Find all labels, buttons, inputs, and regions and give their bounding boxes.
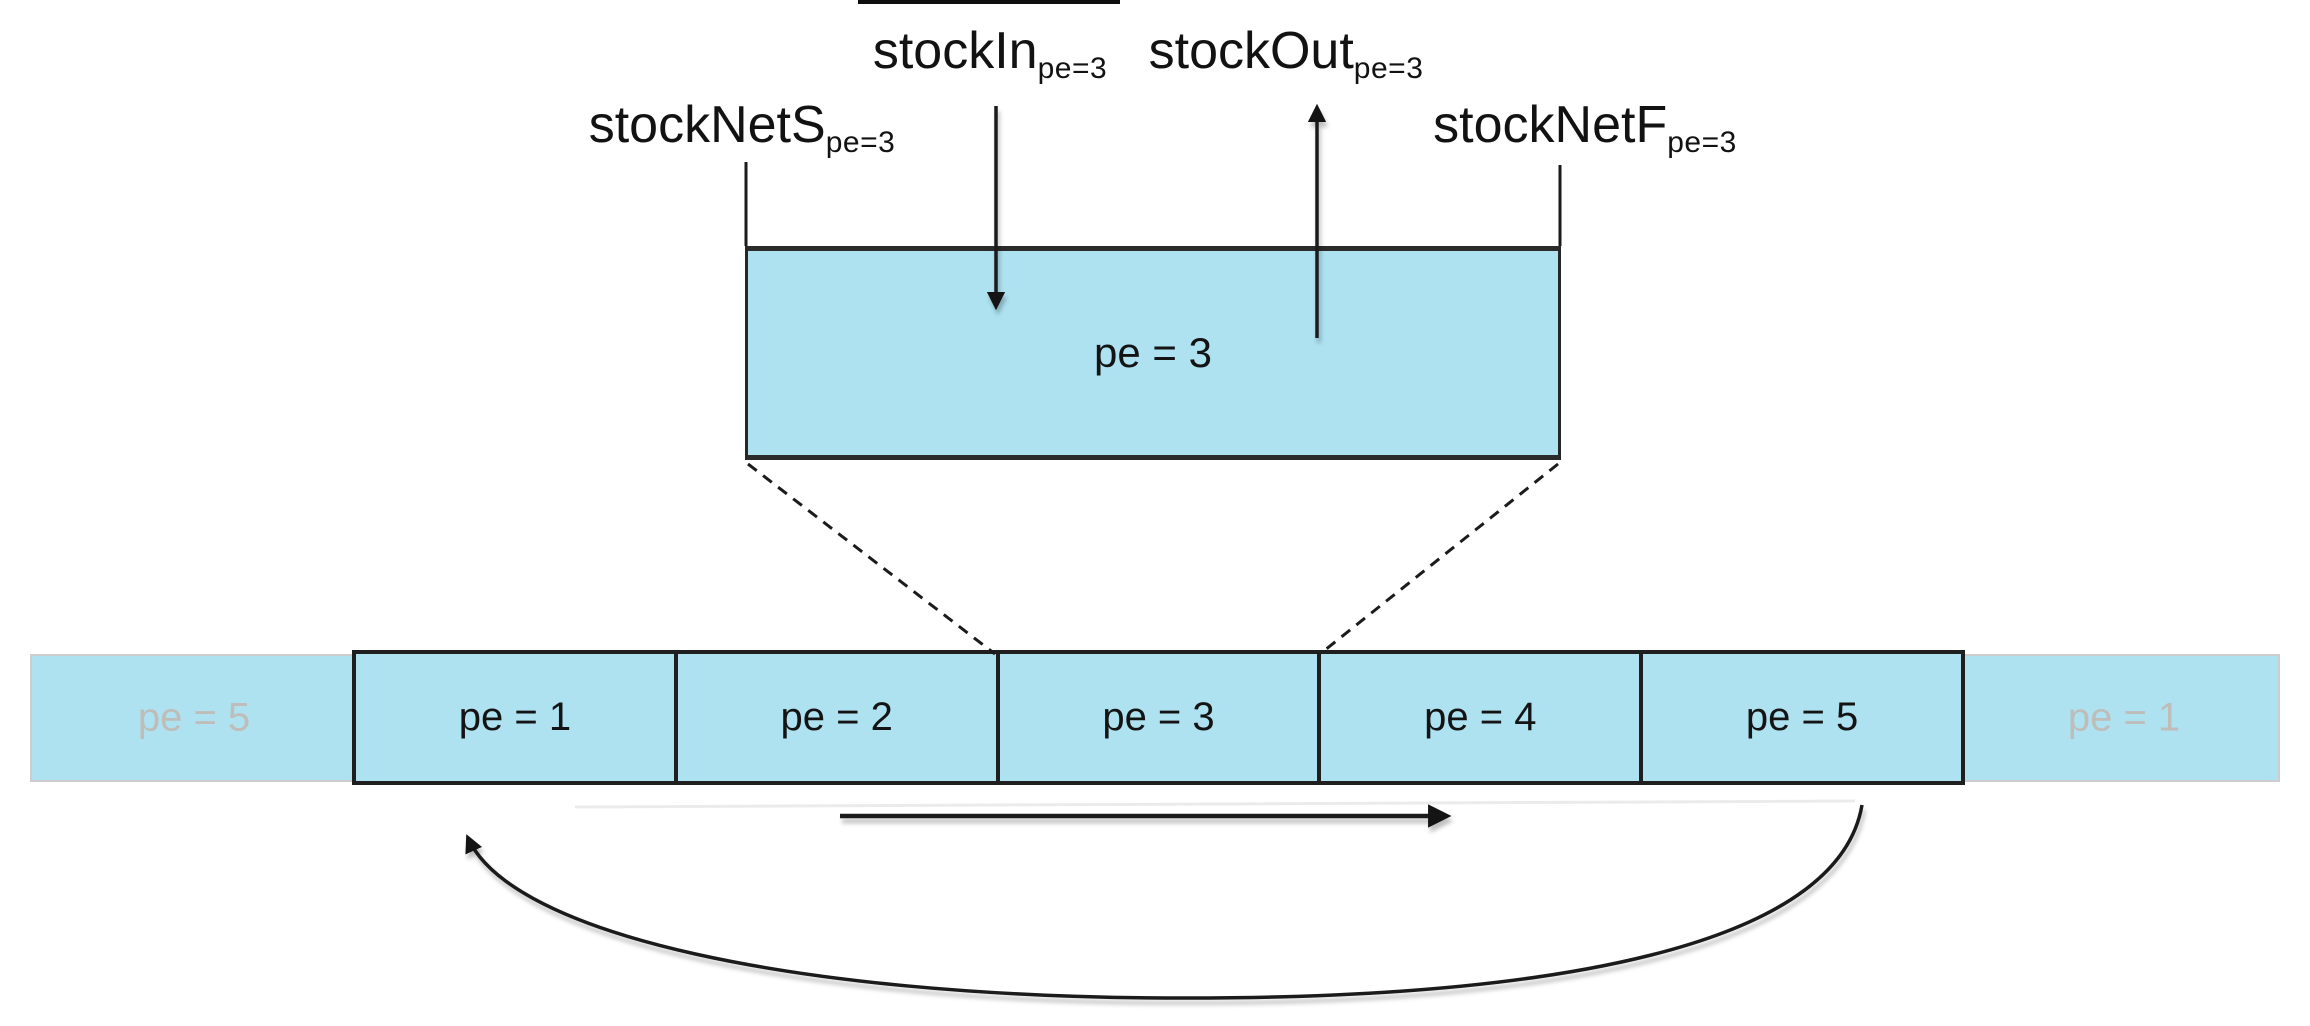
stock-net-f-label-main: stockNetF: [1433, 96, 1668, 154]
period-box-4: pe = 4: [1317, 650, 1644, 785]
zoom-guide-right-dashed-line: [1319, 462, 1559, 656]
stock-in-label-main: stockIn: [872, 22, 1038, 80]
period-box-5: pe = 5: [1639, 650, 1965, 785]
stock-net-s-label-sub: pe=3: [825, 126, 896, 159]
zoom-guide-left-dashed-line: [747, 462, 996, 656]
stock-out-label: stockOutpe=3: [1149, 24, 1424, 85]
detail-period-box: pe = 3: [745, 246, 1561, 460]
wrap-left-label: pe = 5: [137, 695, 251, 740]
wrap-right-label: pe = 1: [2067, 695, 2181, 740]
stock-out-label-sub: pe=3: [1353, 52, 1424, 85]
period-label-3: pe = 3: [1102, 695, 1215, 739]
stock-net-f-label-sub: pe=3: [1667, 126, 1737, 159]
arc-shadow-line: [574, 799, 1856, 809]
period-label-5: pe = 5: [1745, 695, 1859, 739]
period-box-1: pe = 1: [352, 650, 678, 785]
wrap-around-arrow: [465, 804, 1864, 1000]
detail-period-label: pe = 3: [1094, 329, 1212, 376]
period-row: pe = 1 pe = 2 pe = 3 pe = 4 pe = 5: [352, 650, 1965, 785]
top-edge-line: [858, 0, 1120, 4]
stock-net-s-label-main: stockNetS: [588, 96, 826, 154]
stock-in-label: stockInpe=3: [873, 24, 1107, 85]
period-box-3: pe = 3: [995, 650, 1322, 785]
stock-net-s-label: stockNetSpe=3: [589, 98, 896, 159]
period-box-2: pe = 2: [673, 650, 1000, 785]
period-label-1: pe = 1: [458, 695, 572, 739]
stock-net-f-label: stockNetFpe=3: [1433, 98, 1737, 159]
period-label-4: pe = 4: [1424, 695, 1537, 739]
stock-in-label-sub: pe=3: [1037, 52, 1108, 85]
period-label-2: pe = 2: [780, 695, 893, 739]
stock-out-label-main: stockOut: [1148, 22, 1354, 80]
